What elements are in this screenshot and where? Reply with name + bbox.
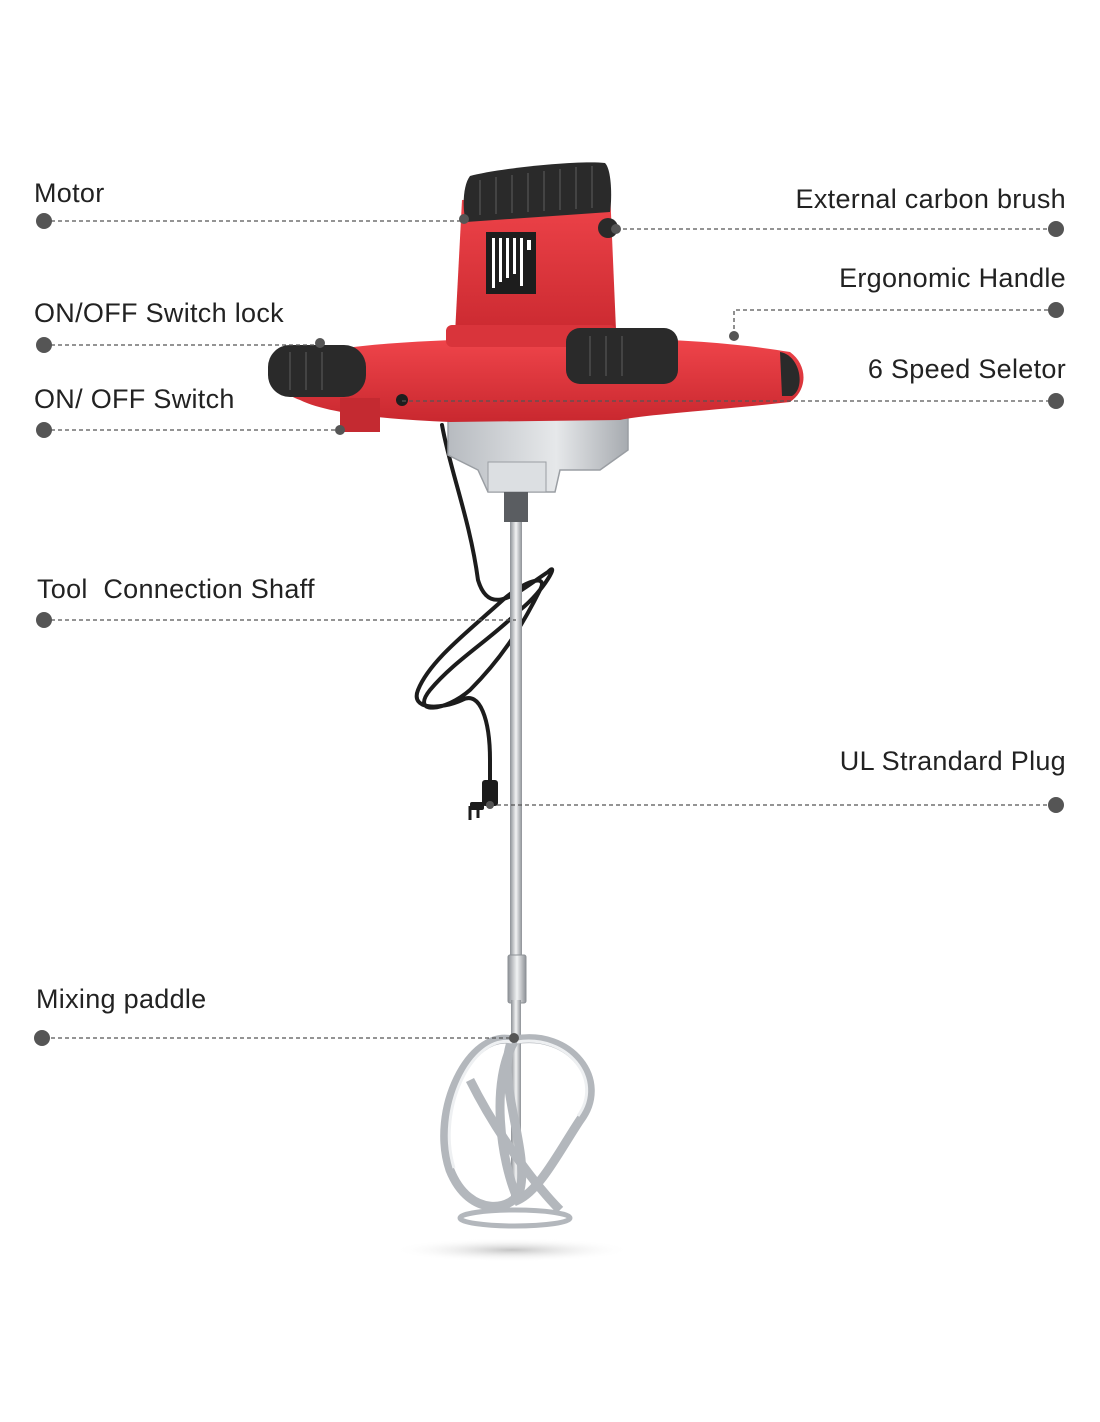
plug-label: UL Strandard Plug xyxy=(839,746,1066,776)
switch-lock-callout-dot xyxy=(36,337,52,353)
ul-plug xyxy=(468,780,498,820)
ground-shadow xyxy=(392,1238,632,1262)
plug-callout-dot xyxy=(1048,797,1064,813)
motor-top-cap xyxy=(463,162,612,222)
shaft-label: Tool Connection Shaff xyxy=(37,574,315,604)
gearbox xyxy=(447,417,629,522)
handle-callout-dot xyxy=(1048,302,1064,318)
switch-callout-dot xyxy=(36,422,52,438)
switch-label: ON/ OFF Switch xyxy=(34,384,235,414)
speed-selector-label: 6 Speed Seletor xyxy=(867,354,1066,384)
speed-selector-knob xyxy=(396,394,408,406)
speed-selector-callout-dot xyxy=(1048,393,1064,409)
paddle-callout-dot xyxy=(34,1030,50,1046)
shaft-callout-dot xyxy=(36,612,52,628)
motor-callout-dot xyxy=(36,213,52,229)
mixing-paddle xyxy=(440,1034,595,1229)
mixer-housing xyxy=(268,162,804,432)
shaft-coupling xyxy=(507,954,527,1004)
handle-callout-line xyxy=(733,309,1056,336)
mixing-shaft xyxy=(510,520,522,965)
handle-label: Ergonomic Handle xyxy=(839,263,1066,293)
motor-label: Motor xyxy=(34,178,105,208)
carbon-brush-label: External carbon brush xyxy=(795,184,1066,214)
paddle-label: Mixing paddle xyxy=(36,984,207,1014)
switch-lock-label: ON/OFF Switch lock xyxy=(34,298,284,328)
carbon-brush-callout-dot xyxy=(1048,221,1064,237)
left-grip xyxy=(268,345,366,397)
